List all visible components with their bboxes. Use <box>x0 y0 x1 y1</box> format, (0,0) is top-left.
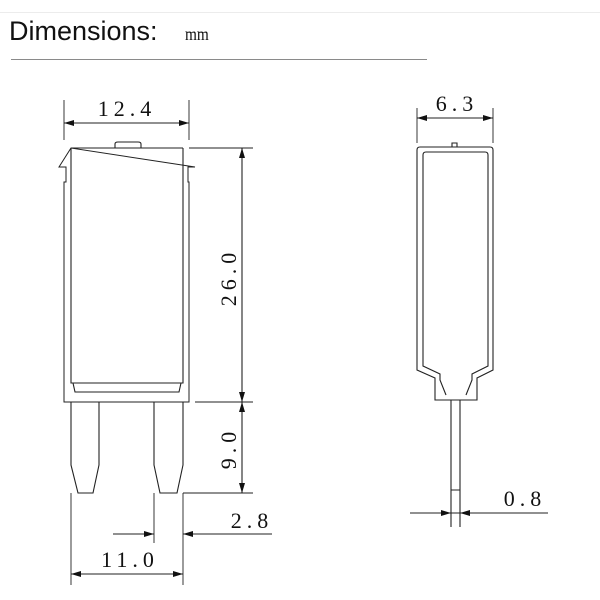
dim-label-thickness: 6.3 <box>436 91 479 116</box>
front-view-blade-right <box>153 402 184 494</box>
side-extension-lines <box>416 108 494 143</box>
dim-label-blade-thickness: 0.8 <box>504 486 547 511</box>
side-view-blade <box>450 400 461 527</box>
unit-label: mm <box>185 24 209 44</box>
dim-label-body-height: 26.0 <box>216 248 241 307</box>
side-view-body <box>416 142 494 401</box>
dim-label-blade-width: 2.8 <box>231 508 274 533</box>
page-title: Dimensions: <box>9 16 158 46</box>
front-extension-lines <box>63 100 253 585</box>
dim-label-blade-length: 9.0 <box>216 427 241 470</box>
front-view-body <box>58 141 196 403</box>
top-border <box>0 12 600 13</box>
dim-label-blade-span: 11.0 <box>101 547 159 572</box>
dim-label-width: 12.4 <box>98 96 157 121</box>
front-view-blade-left <box>70 402 100 494</box>
title-divider <box>11 59 427 60</box>
